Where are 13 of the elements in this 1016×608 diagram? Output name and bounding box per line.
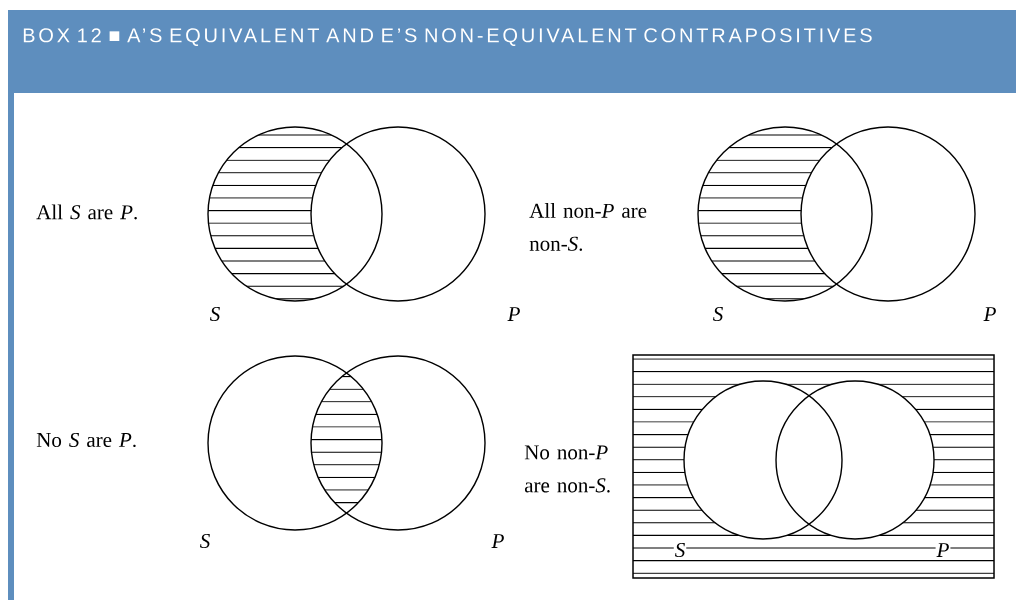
set-label: S <box>713 306 723 322</box>
statement-text: No non-P are non-S. <box>524 445 610 493</box>
set-label: S <box>210 306 220 322</box>
statement-text: All S are P. <box>36 204 137 220</box>
statement-text: All non-P are non-S. <box>529 203 647 251</box>
box-heading: BOX 12 ■ A’S EQUIVALENT AND E’S NON-EQUIVALENT CONTRAPOSITIVES <box>8 10 1016 93</box>
set-label: P <box>935 542 951 558</box>
set-label: S <box>200 533 210 549</box>
statement-text: No S are P. <box>36 432 136 448</box>
set-label: S <box>673 541 687 559</box>
set-label: P <box>983 307 996 321</box>
set-label: P <box>507 307 520 321</box>
set-label: P <box>491 534 504 548</box>
